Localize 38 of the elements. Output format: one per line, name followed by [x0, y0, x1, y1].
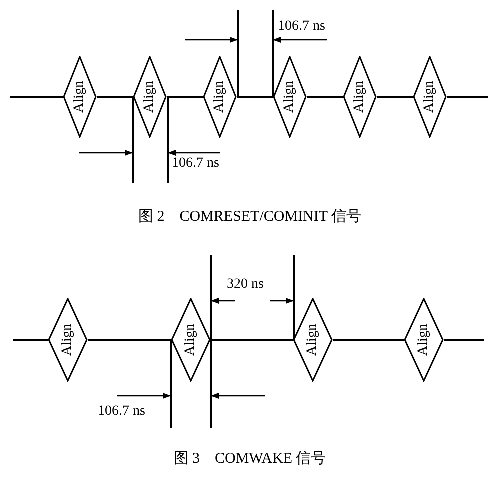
signal-line	[333, 339, 404, 341]
signal-line	[447, 96, 488, 98]
signal-line	[167, 96, 203, 98]
signal-line	[444, 339, 484, 341]
node-label: Align	[306, 324, 320, 356]
signal-line	[211, 339, 293, 341]
node-label: Align	[73, 81, 87, 113]
signal-line	[307, 96, 343, 98]
signal-line	[97, 96, 133, 98]
align-diamond	[293, 298, 333, 382]
dimension-label: 320 ns	[227, 278, 264, 292]
align-diamond	[48, 298, 88, 382]
node-label: Align	[61, 324, 75, 356]
node-label: Align	[417, 324, 431, 356]
figure-caption: 图 2 COMRESET/COMINIT 信号	[138, 210, 362, 225]
align-diamond	[273, 56, 307, 138]
align-diamond	[171, 298, 211, 382]
figure-caption: 图 3 COMWAKE 信号	[174, 452, 326, 467]
node-label: Align	[213, 81, 227, 113]
signal-line	[10, 96, 63, 98]
align-diamond	[63, 56, 97, 138]
node-label: Align	[353, 81, 367, 113]
signal-line	[88, 339, 171, 341]
dimension-label: 106.7 ns	[172, 157, 220, 171]
signal-line	[377, 96, 413, 98]
align-diamond	[203, 56, 237, 138]
signal-line	[13, 339, 48, 341]
align-diamond	[343, 56, 377, 138]
align-diamond	[404, 298, 444, 382]
dimension-label: 106.7 ns	[278, 20, 326, 34]
align-diamond	[133, 56, 167, 138]
signal-line	[237, 96, 273, 98]
node-label: Align	[283, 81, 297, 113]
dimension-label: 106.7 ns	[98, 405, 146, 419]
align-diamond	[413, 56, 447, 138]
node-label: Align	[423, 81, 437, 113]
node-label: Align	[184, 324, 198, 356]
node-label: Align	[143, 81, 157, 113]
